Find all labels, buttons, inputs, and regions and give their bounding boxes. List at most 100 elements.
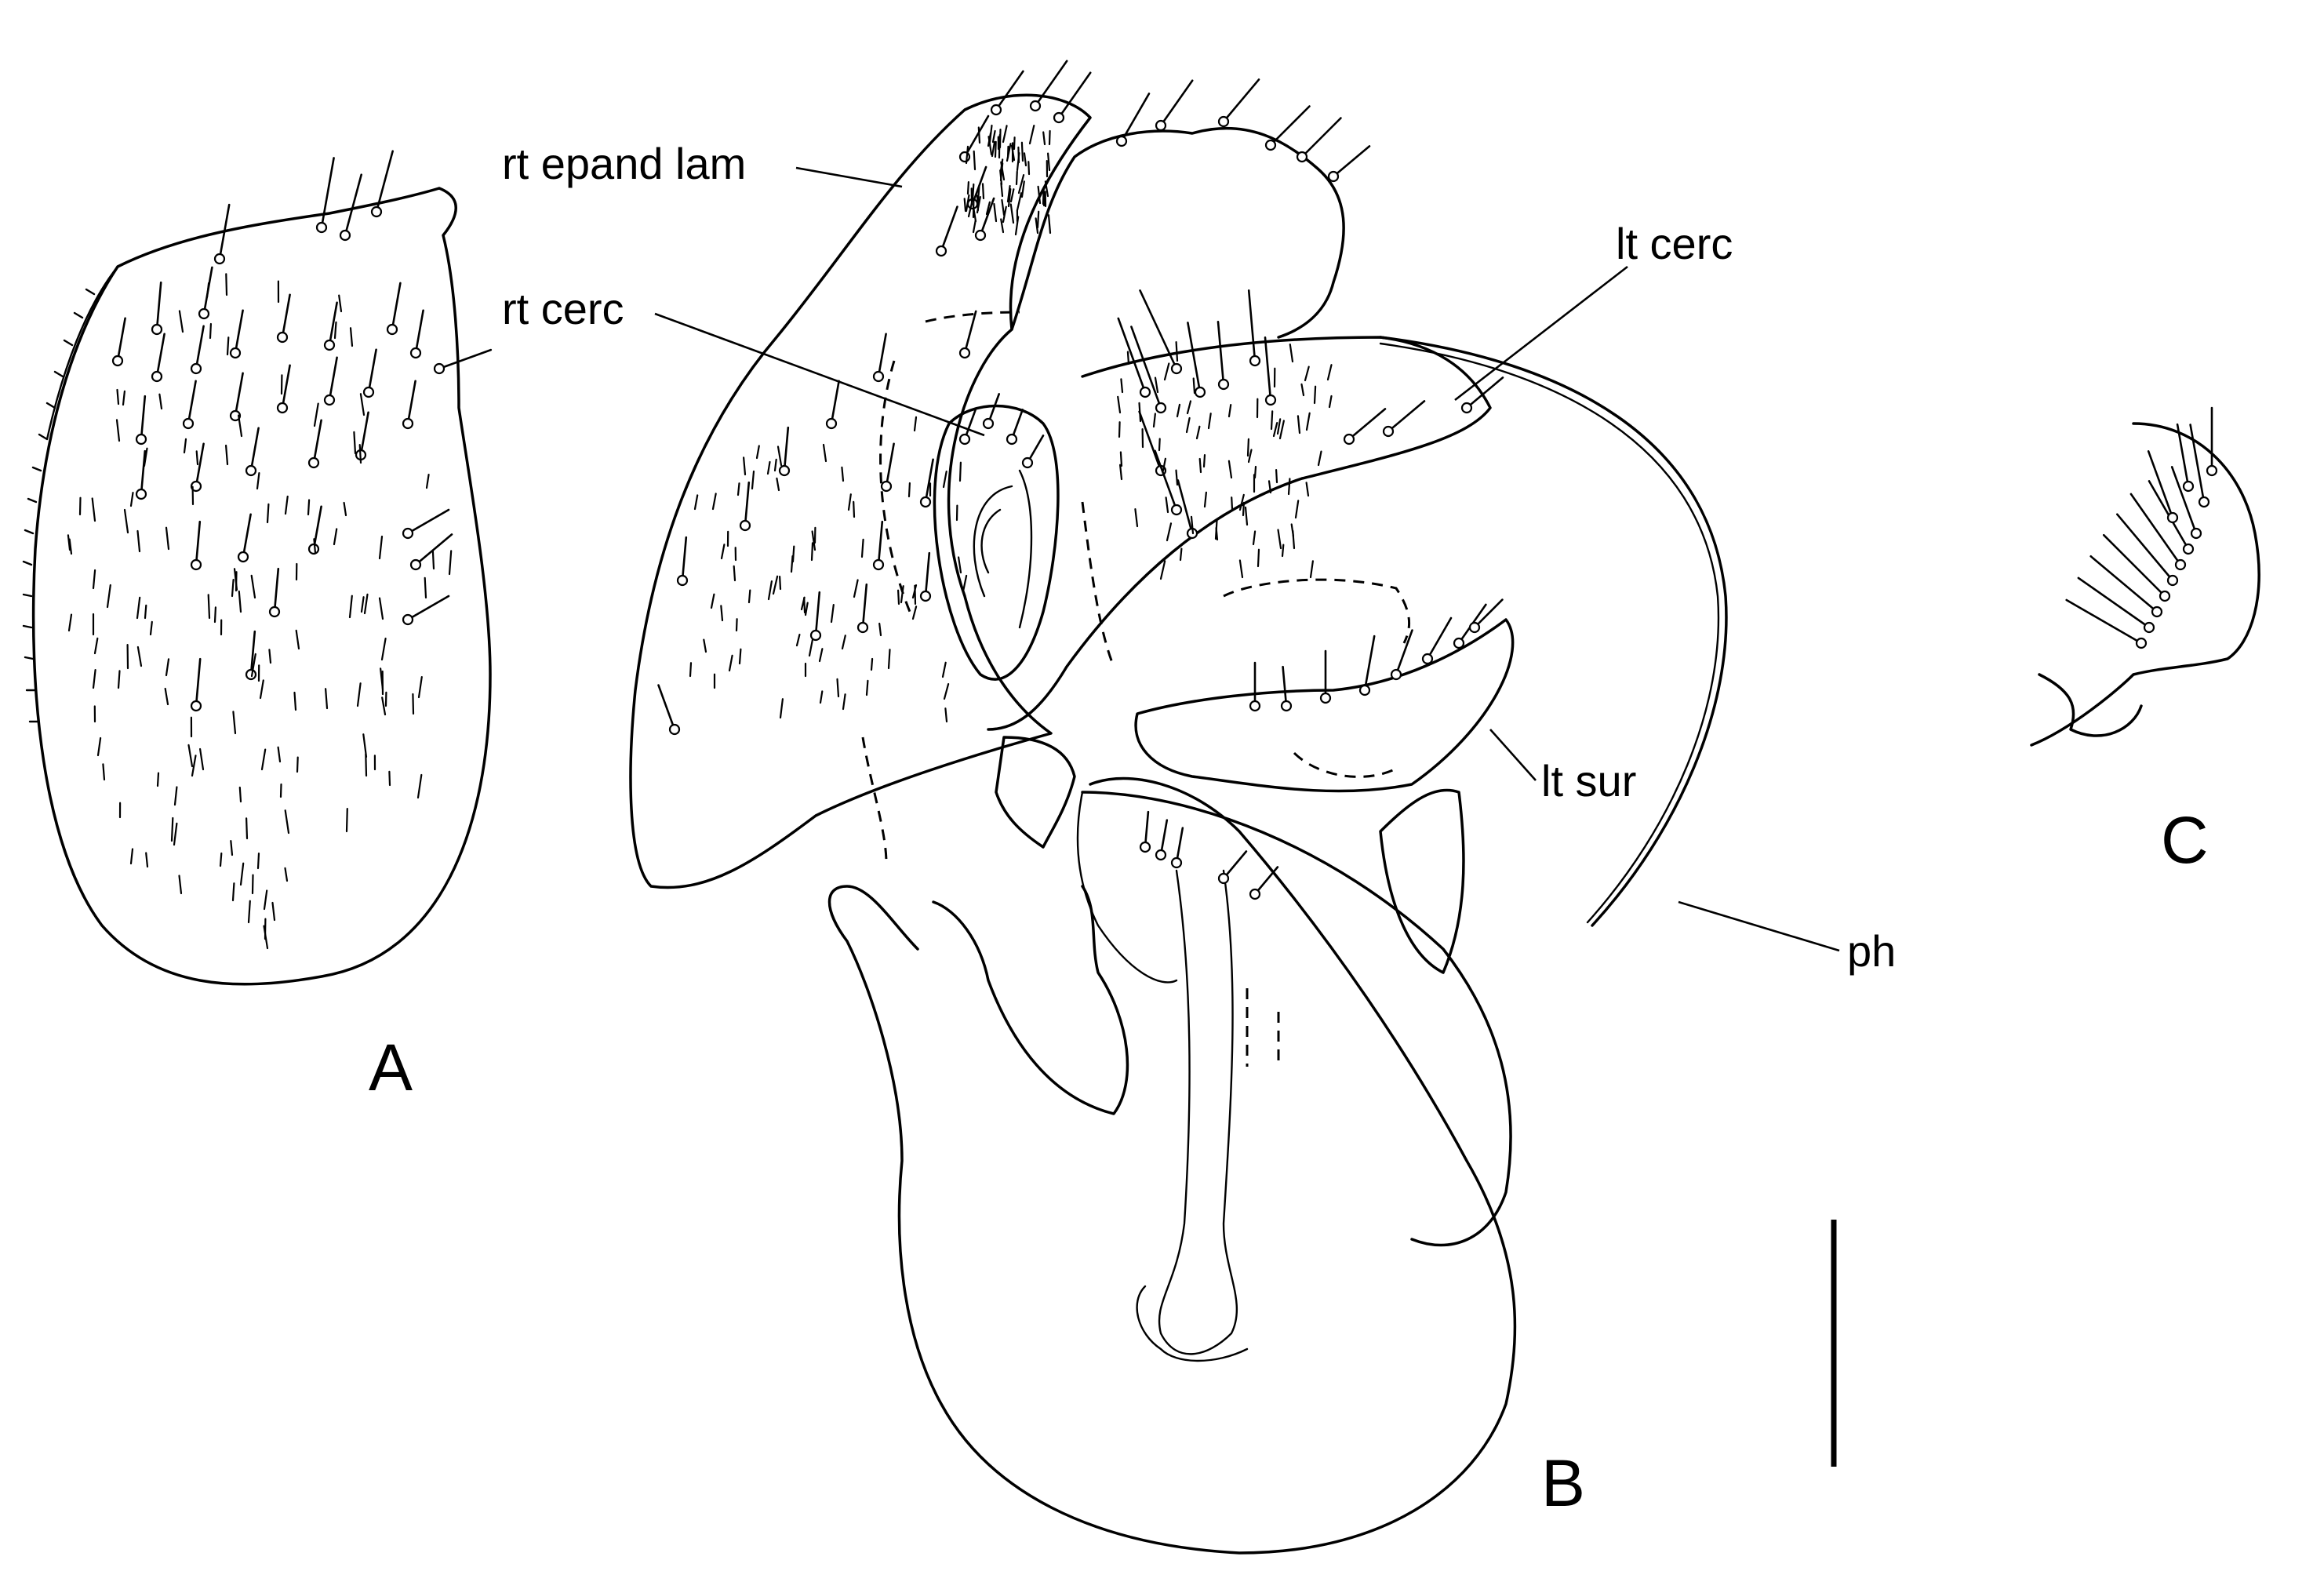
- seta: [1144, 810, 1150, 849]
- seta-socket: [1264, 139, 1277, 151]
- seta-socket: [2159, 590, 2171, 602]
- seta-socket: [1249, 700, 1261, 712]
- seta: [375, 150, 395, 213]
- seta-socket: [2143, 621, 2155, 634]
- hair: [1047, 214, 1052, 235]
- hair: [1002, 205, 1007, 224]
- panel-c-setae: [2065, 406, 2218, 649]
- right-cercus-curl: [973, 469, 1033, 629]
- hair: [250, 653, 256, 678]
- hair: [1009, 188, 1015, 203]
- panel-letter-a: A: [369, 1031, 413, 1104]
- seta-socket: [1280, 700, 1293, 712]
- hair: [1006, 143, 1012, 162]
- seta-socket: [198, 307, 210, 320]
- seta-socket: [1029, 100, 1042, 112]
- panel-b-hairs: [689, 124, 1333, 723]
- seta-socket: [1319, 692, 1332, 704]
- hair: [358, 443, 362, 464]
- seta-socket: [1194, 386, 1206, 398]
- hair: [425, 473, 430, 489]
- hair: [256, 852, 260, 870]
- hair: [1165, 496, 1169, 514]
- seta: [2147, 450, 2174, 519]
- hair: [958, 461, 962, 482]
- seta-socket: [1217, 872, 1230, 885]
- hair: [1186, 400, 1192, 415]
- hair: [143, 447, 148, 467]
- hair: [1000, 218, 1005, 234]
- seta: [195, 657, 202, 707]
- hair: [830, 603, 835, 624]
- internal-dashed-4: [1293, 751, 1397, 778]
- seta: [924, 551, 931, 598]
- label-lt-sur: lt sur: [1489, 729, 1636, 806]
- seta-socket: [135, 433, 147, 445]
- hair: [1270, 410, 1274, 431]
- hair: [818, 648, 824, 663]
- hair: [967, 202, 973, 218]
- hair: [102, 763, 106, 781]
- seta: [2102, 533, 2166, 598]
- hair: [795, 633, 801, 647]
- seta-socket: [213, 253, 226, 265]
- label-rt-cerc-text: rt cerc: [502, 284, 624, 333]
- seta-socket: [402, 417, 414, 430]
- seta-socket: [778, 464, 791, 477]
- seta-socket: [1358, 684, 1371, 696]
- seta: [1473, 598, 1504, 629]
- hair: [1119, 451, 1123, 467]
- seta-socket: [1139, 386, 1151, 398]
- hair: [860, 538, 864, 558]
- hair: [238, 414, 243, 438]
- seta: [1426, 616, 1453, 660]
- hair: [742, 456, 747, 476]
- hair: [747, 589, 751, 604]
- hair: [963, 198, 967, 213]
- seta: [406, 380, 416, 425]
- hair: [993, 202, 998, 223]
- seta-socket: [990, 104, 1002, 116]
- hair: [965, 145, 969, 165]
- hair: [122, 390, 125, 406]
- hair: [1016, 192, 1023, 212]
- hair: [1028, 125, 1035, 145]
- hair: [1277, 529, 1282, 550]
- hair: [751, 470, 755, 490]
- hair: [1242, 501, 1246, 517]
- hair: [853, 500, 856, 518]
- hair: [1013, 136, 1016, 151]
- sternite-process: [932, 885, 1129, 1115]
- hair: [735, 618, 738, 632]
- seta: [414, 533, 453, 566]
- hair: [1159, 560, 1166, 580]
- hair: [325, 688, 329, 710]
- hypandrium: [827, 776, 1517, 1555]
- seta: [359, 411, 369, 456]
- seta-socket: [872, 370, 885, 383]
- seta: [979, 197, 995, 237]
- hair: [1292, 529, 1296, 550]
- hair: [1162, 457, 1167, 472]
- hair: [1227, 460, 1233, 479]
- hair: [1020, 141, 1024, 162]
- hair: [1042, 131, 1046, 146]
- seta-socket: [1264, 394, 1277, 406]
- seta: [438, 348, 493, 370]
- seta-socket: [268, 605, 281, 618]
- hair: [279, 783, 282, 798]
- hair: [165, 658, 170, 677]
- hair: [776, 445, 783, 467]
- hair: [362, 733, 368, 758]
- seta-socket: [433, 362, 446, 375]
- seta: [830, 380, 840, 425]
- seta-socket: [809, 629, 822, 642]
- hair: [1231, 496, 1234, 511]
- hair: [779, 698, 784, 719]
- hair: [1227, 403, 1232, 418]
- seta-socket: [190, 558, 202, 571]
- hair: [1163, 362, 1170, 381]
- leader-ph: [1678, 900, 1840, 952]
- hair: [1035, 217, 1039, 235]
- hair: [972, 205, 977, 223]
